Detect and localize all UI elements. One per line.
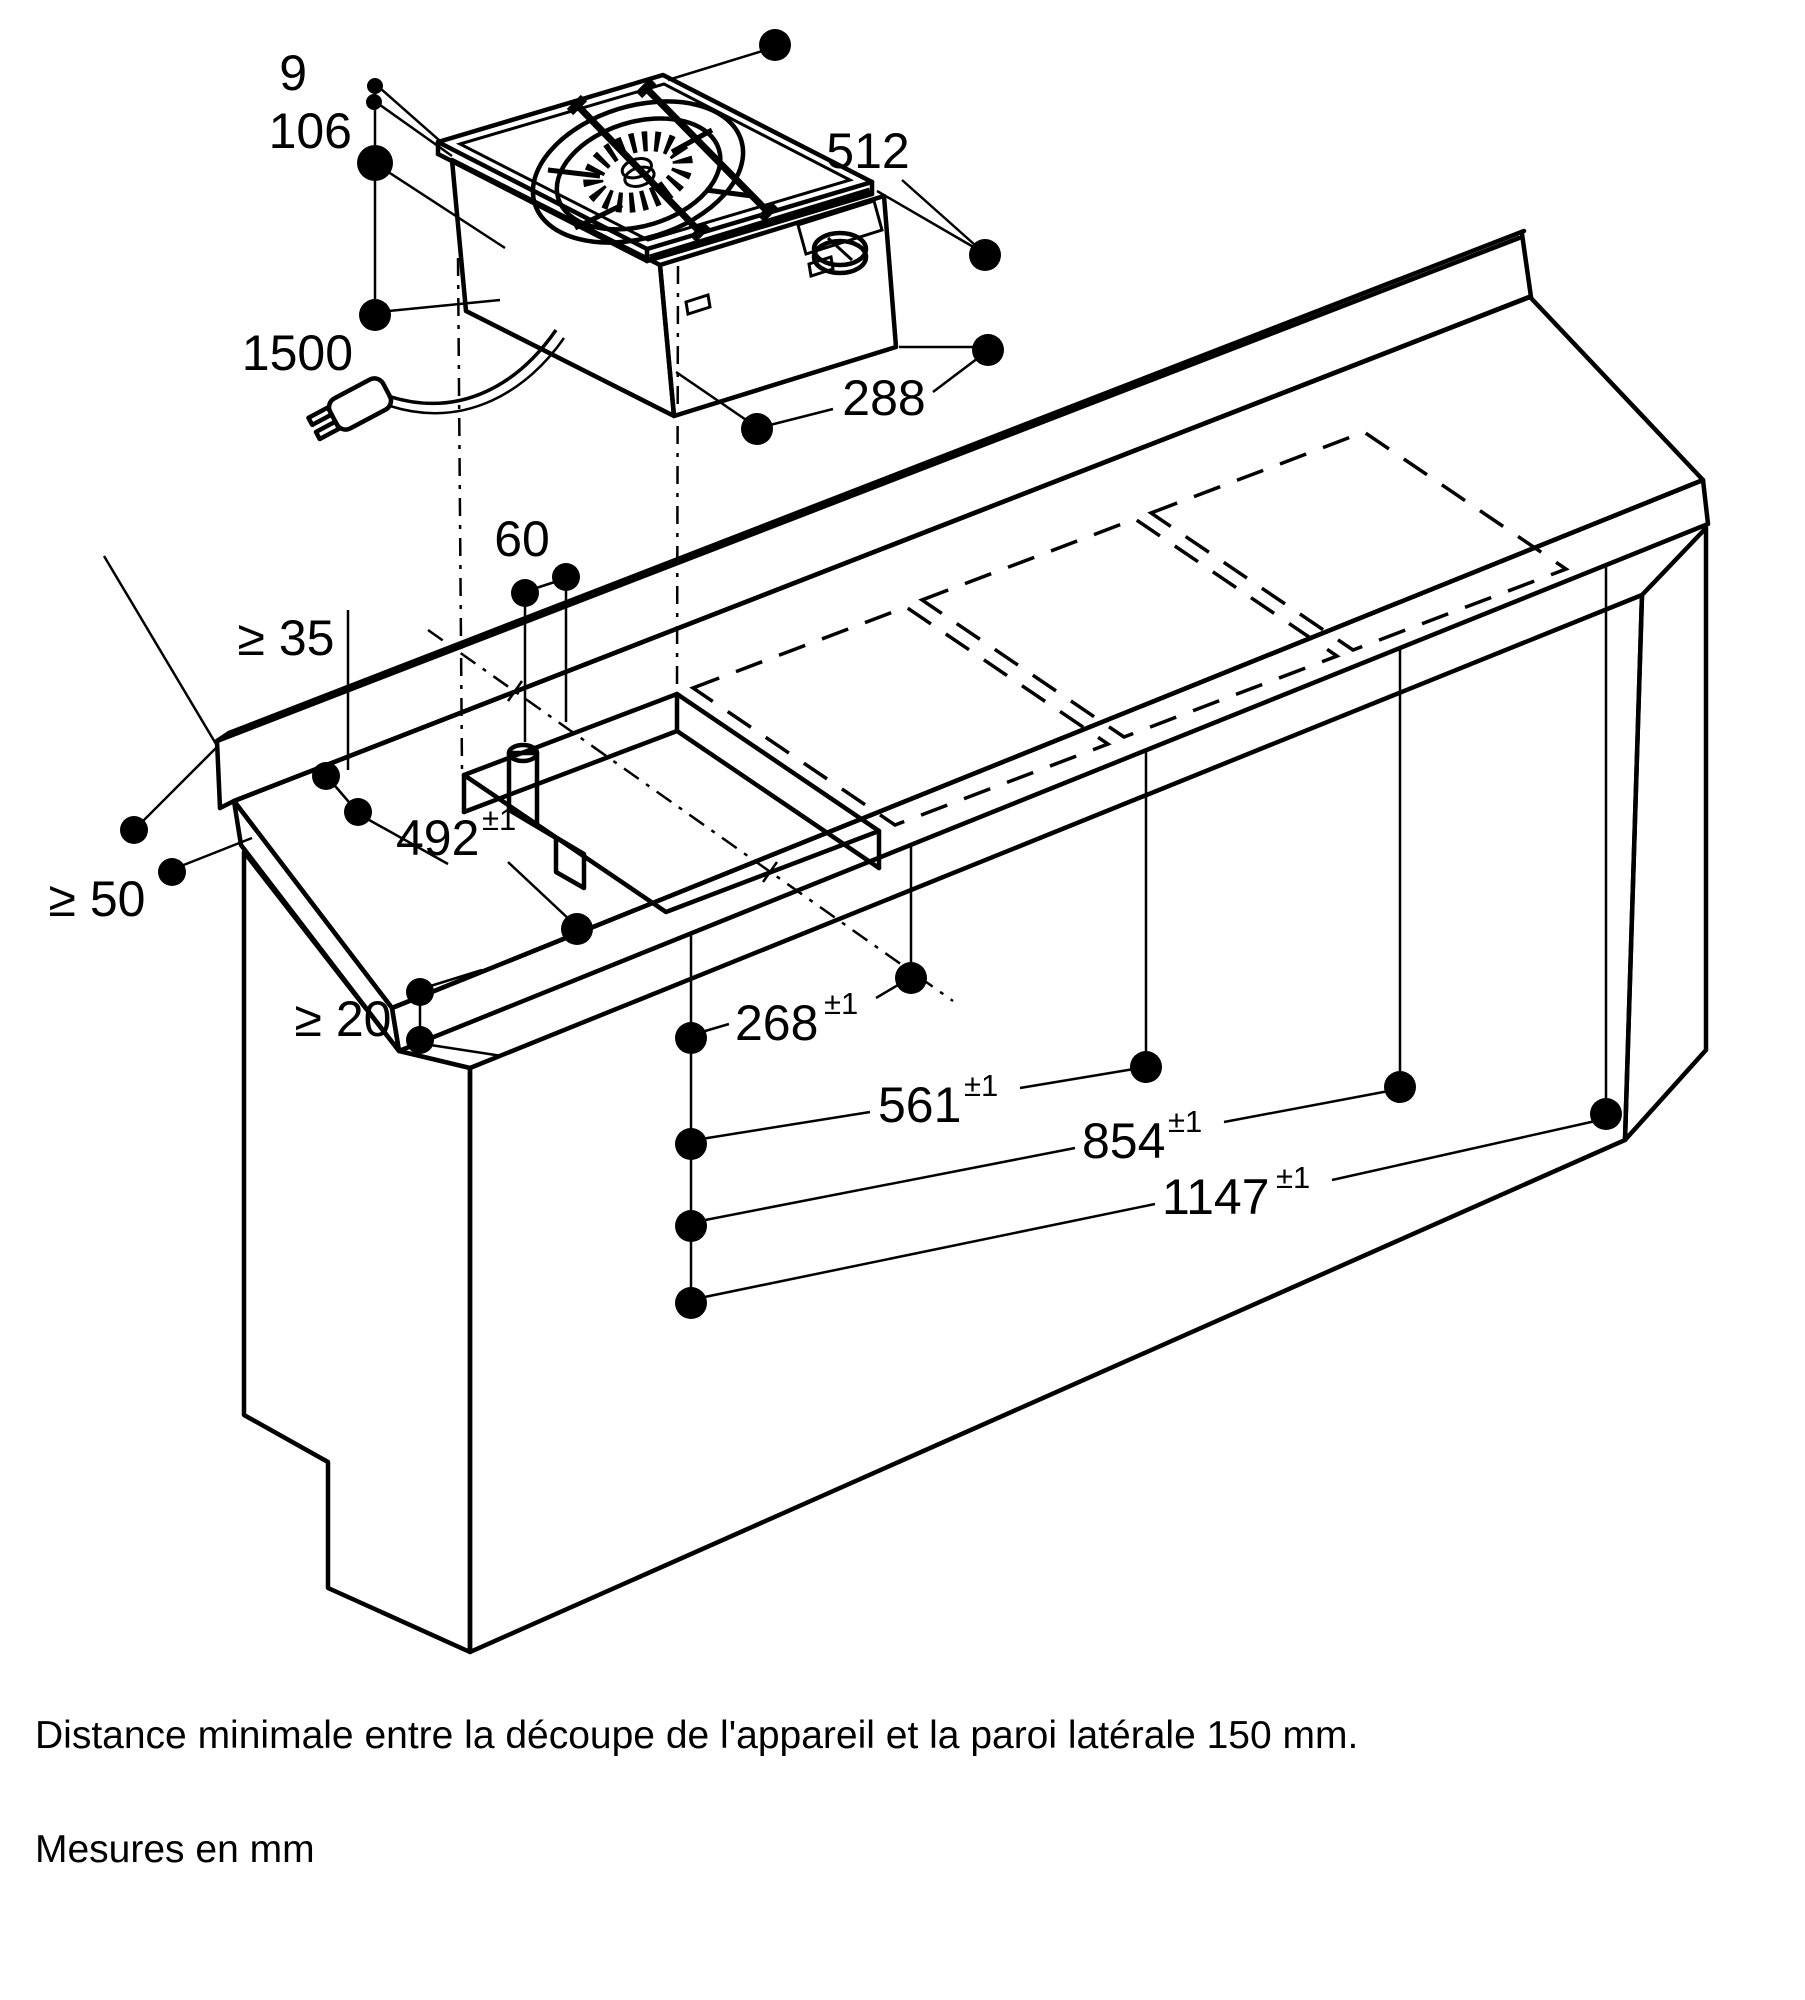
- projection-line-right: [675, 265, 680, 693]
- axis-tick-front: [761, 861, 779, 883]
- dim-hob-depth-label: 288: [842, 370, 925, 426]
- gas-connection-pipe: [506, 742, 587, 891]
- dim-hob-width-label: 512: [826, 123, 909, 179]
- dim-cutout-width-1: 268 ±1: [694, 846, 927, 1051]
- dim-cutout-depth-label: 492: [396, 810, 479, 866]
- dim-cutout-width-4-label: 1147: [1162, 1169, 1270, 1225]
- dim-min-bottom-clearance-label: ≥ 20: [295, 991, 392, 1047]
- dim-rim-thickness: 9: [279, 45, 453, 306]
- dim-cable-length-label: 1500: [242, 325, 353, 381]
- dim-hob-width: 512: [667, 29, 1001, 271]
- dim-min-side-clearance-label: ≥ 50: [49, 871, 146, 927]
- dim-min-side-clearance: ≥ 50: [49, 555, 253, 927]
- dim-cutout-width-4: 1147 ±1: [694, 566, 1622, 1301]
- power-cable: [387, 329, 566, 415]
- dim-gas-pipe-offset: 60: [494, 511, 580, 742]
- dim-cutout-depth-tol: ±1: [482, 802, 516, 837]
- dim-cutout-depth: 492 ±1: [396, 802, 593, 945]
- backsplash: [214, 228, 1534, 811]
- dim-rim-thickness-label: 9: [279, 45, 307, 101]
- dim-cutout-width-2-label: 561: [878, 1077, 961, 1133]
- dim-cutout-width-1-tol: ±1: [824, 986, 858, 1021]
- dim-chain-reference: [675, 934, 707, 1319]
- dim-body-height: 106: [269, 103, 506, 250]
- dim-cutout-width-2-tol: ±1: [964, 1068, 998, 1103]
- dim-hob-depth: 288: [675, 334, 1004, 445]
- dim-cutout-width-3: 854 ±1: [694, 649, 1416, 1224]
- axis-tick-back: [506, 680, 524, 702]
- rim-shadow: [648, 187, 872, 262]
- power-plug-icon: [306, 376, 394, 442]
- worktop: [214, 228, 1711, 1054]
- dim-min-back-clearance-label: ≥ 35: [238, 610, 335, 666]
- dim-gas-pipe-offset-label: 60: [494, 511, 550, 567]
- projection-line-left: [456, 257, 464, 773]
- pan-support-grate: [547, 77, 779, 243]
- dim-min-back-clearance: ≥ 35: [238, 610, 449, 866]
- dim-cutout-width-4-tol: ±1: [1276, 1160, 1310, 1195]
- dashed-module-positions: [689, 430, 1570, 827]
- cabinet: [241, 525, 1709, 1655]
- note-min-distance: Distance minimale entre la découpe de l'…: [35, 1714, 1358, 1757]
- worktop-cutout: [461, 691, 882, 915]
- dim-cutout-width-3-tol: ±1: [1168, 1104, 1202, 1139]
- dim-cable-length: 1500: [242, 298, 501, 381]
- dim-min-bottom-clearance: ≥ 20: [295, 968, 503, 1058]
- control-knob-icon: [796, 199, 884, 276]
- dim-cutout-width-2: 561 ±1: [694, 752, 1162, 1142]
- mounting-clip-icon: [684, 255, 835, 316]
- note-units: Mesures en mm: [35, 1828, 315, 1871]
- dim-cutout-width-3-label: 854: [1082, 1113, 1165, 1169]
- dim-cutout-width-1-label: 268: [735, 995, 818, 1051]
- dim-body-height-label: 106: [269, 103, 352, 159]
- footnotes: Distance minimale entre la découpe de l'…: [35, 1714, 1358, 1871]
- gas-hob-illustration: [306, 72, 899, 442]
